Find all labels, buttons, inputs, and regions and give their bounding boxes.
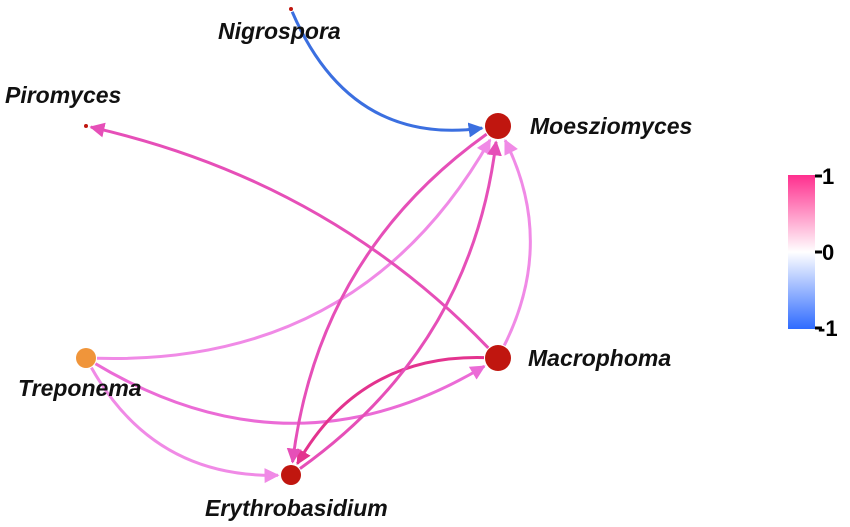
legend-label-mid: 0 bbox=[822, 240, 835, 265]
node-label-macrophoma: Macrophoma bbox=[528, 345, 672, 371]
edge-treponema-to-erythrobasidium bbox=[90, 366, 280, 484]
edge-treponema-to-moesziomyces bbox=[96, 138, 492, 360]
node-macrophoma bbox=[485, 345, 511, 371]
edge-macrophoma-to-moesziomyces bbox=[502, 138, 532, 347]
node-label-treponema: Treponema bbox=[18, 375, 142, 401]
node-label-nigrospora: Nigrospora bbox=[218, 18, 341, 44]
edge-macrophoma-to-piromyces bbox=[89, 122, 490, 349]
node-label-moesziomyces: Moesziomyces bbox=[530, 113, 693, 139]
legend-label-min: -1 bbox=[818, 316, 838, 341]
legend-label-max: 1 bbox=[822, 164, 835, 189]
node-piromyces bbox=[84, 124, 88, 128]
edge-moesziomyces-to-erythrobasidium bbox=[286, 132, 488, 464]
node-label-piromyces: Piromyces bbox=[5, 82, 122, 108]
node-treponema bbox=[76, 348, 96, 368]
node-erythrobasidium bbox=[281, 465, 301, 485]
color-legend bbox=[788, 174, 822, 330]
nodes bbox=[76, 7, 511, 485]
node-moesziomyces bbox=[485, 113, 511, 139]
edge-macrophoma-to-erythrobasidium bbox=[296, 356, 485, 465]
edges bbox=[89, 11, 532, 484]
legend-colorbar bbox=[788, 175, 815, 329]
node-nigrospora bbox=[289, 7, 293, 11]
node-label-erythrobasidium: Erythrobasidium bbox=[205, 495, 388, 521]
edge-erythrobasidium-to-moesziomyces bbox=[299, 140, 502, 470]
edge-treponema-to-macrophoma bbox=[94, 362, 486, 425]
edge-nigrospora-to-moesziomyces bbox=[290, 11, 484, 138]
